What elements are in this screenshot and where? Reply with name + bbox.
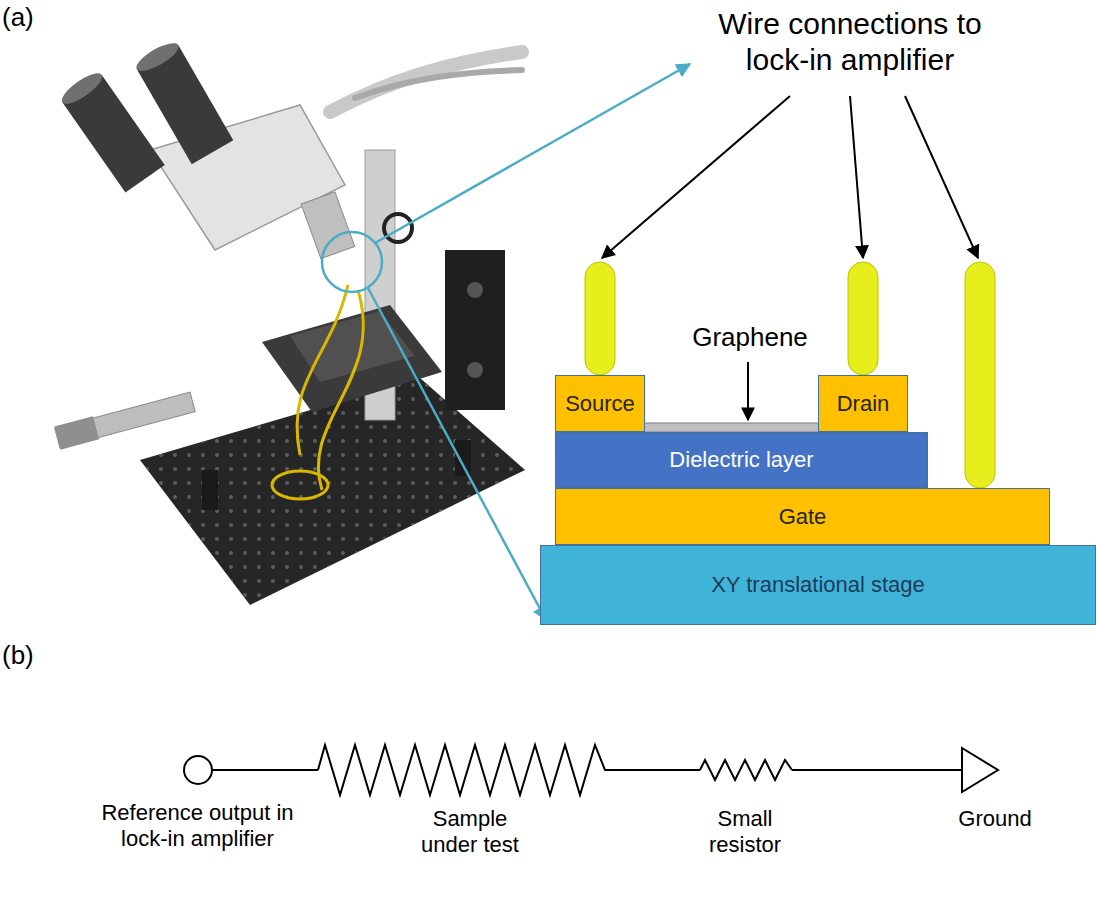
drain-electrode: Drain bbox=[818, 375, 908, 432]
wire bbox=[212, 769, 318, 771]
breadboard-holes bbox=[140, 378, 525, 605]
vertical-stage bbox=[445, 250, 505, 410]
terminal-symbol bbox=[184, 756, 212, 784]
objective bbox=[301, 192, 355, 259]
wire bbox=[612, 769, 700, 771]
wire bbox=[792, 769, 962, 771]
component-label: Reference output in lock-in amplifier bbox=[95, 800, 300, 853]
measurement-circuit bbox=[184, 745, 998, 795]
source-electrode: Source bbox=[555, 375, 645, 432]
callout-label: Graphene bbox=[690, 322, 810, 353]
leader-arrow bbox=[850, 96, 863, 258]
component-label: Sample under test bbox=[410, 806, 530, 859]
resistor-symbol bbox=[318, 745, 612, 795]
resistor-symbol bbox=[700, 760, 792, 780]
zoom-leader-line bbox=[375, 64, 690, 243]
dielectric-layer: Dielectric layer bbox=[555, 432, 928, 488]
micrometer-thimble bbox=[54, 416, 99, 450]
probe-pillar bbox=[965, 262, 995, 488]
stage-knob bbox=[467, 362, 483, 378]
light-guide-arm bbox=[330, 52, 522, 112]
probe-pillar bbox=[585, 262, 615, 375]
leader-arrow bbox=[602, 96, 790, 258]
gate-electrode: Gate bbox=[555, 488, 1050, 545]
translation-stage: XY translational stage bbox=[540, 545, 1096, 625]
callout-label: Wire connections to lock-in amplifier bbox=[690, 6, 1010, 78]
probe-pillar bbox=[848, 262, 878, 375]
probe-wire bbox=[297, 285, 348, 455]
component-label: Ground bbox=[945, 806, 1045, 832]
component-label: Small resistor bbox=[695, 806, 795, 859]
box-text: Drain bbox=[837, 391, 890, 416]
panel-label: (a) bbox=[2, 2, 34, 33]
zoom-leader-line bbox=[368, 288, 546, 620]
stage-knob bbox=[467, 282, 483, 298]
post-holder bbox=[455, 440, 471, 476]
eyepiece-cap bbox=[58, 68, 106, 109]
eyepiece-cap bbox=[133, 38, 183, 76]
leader-arrow bbox=[905, 96, 978, 258]
xy-stage-base bbox=[262, 305, 442, 412]
light-guide-cable bbox=[355, 70, 522, 98]
panel-label: (b) bbox=[2, 640, 34, 671]
probe-wire bbox=[318, 290, 363, 490]
box-text: Gate bbox=[779, 504, 827, 529]
zoom-circle bbox=[322, 232, 382, 292]
optics-mount bbox=[384, 214, 412, 242]
leader-arrow bbox=[747, 362, 749, 420]
box-text: Dielectric layer bbox=[669, 447, 813, 472]
device-schematic bbox=[585, 96, 995, 488]
wire-loop bbox=[272, 471, 328, 499]
box-text: Source bbox=[565, 391, 635, 416]
ground-symbol bbox=[962, 748, 998, 792]
box-text: XY translational stage bbox=[711, 572, 925, 597]
post-holder bbox=[202, 470, 218, 510]
optical-breadboard bbox=[140, 378, 525, 605]
